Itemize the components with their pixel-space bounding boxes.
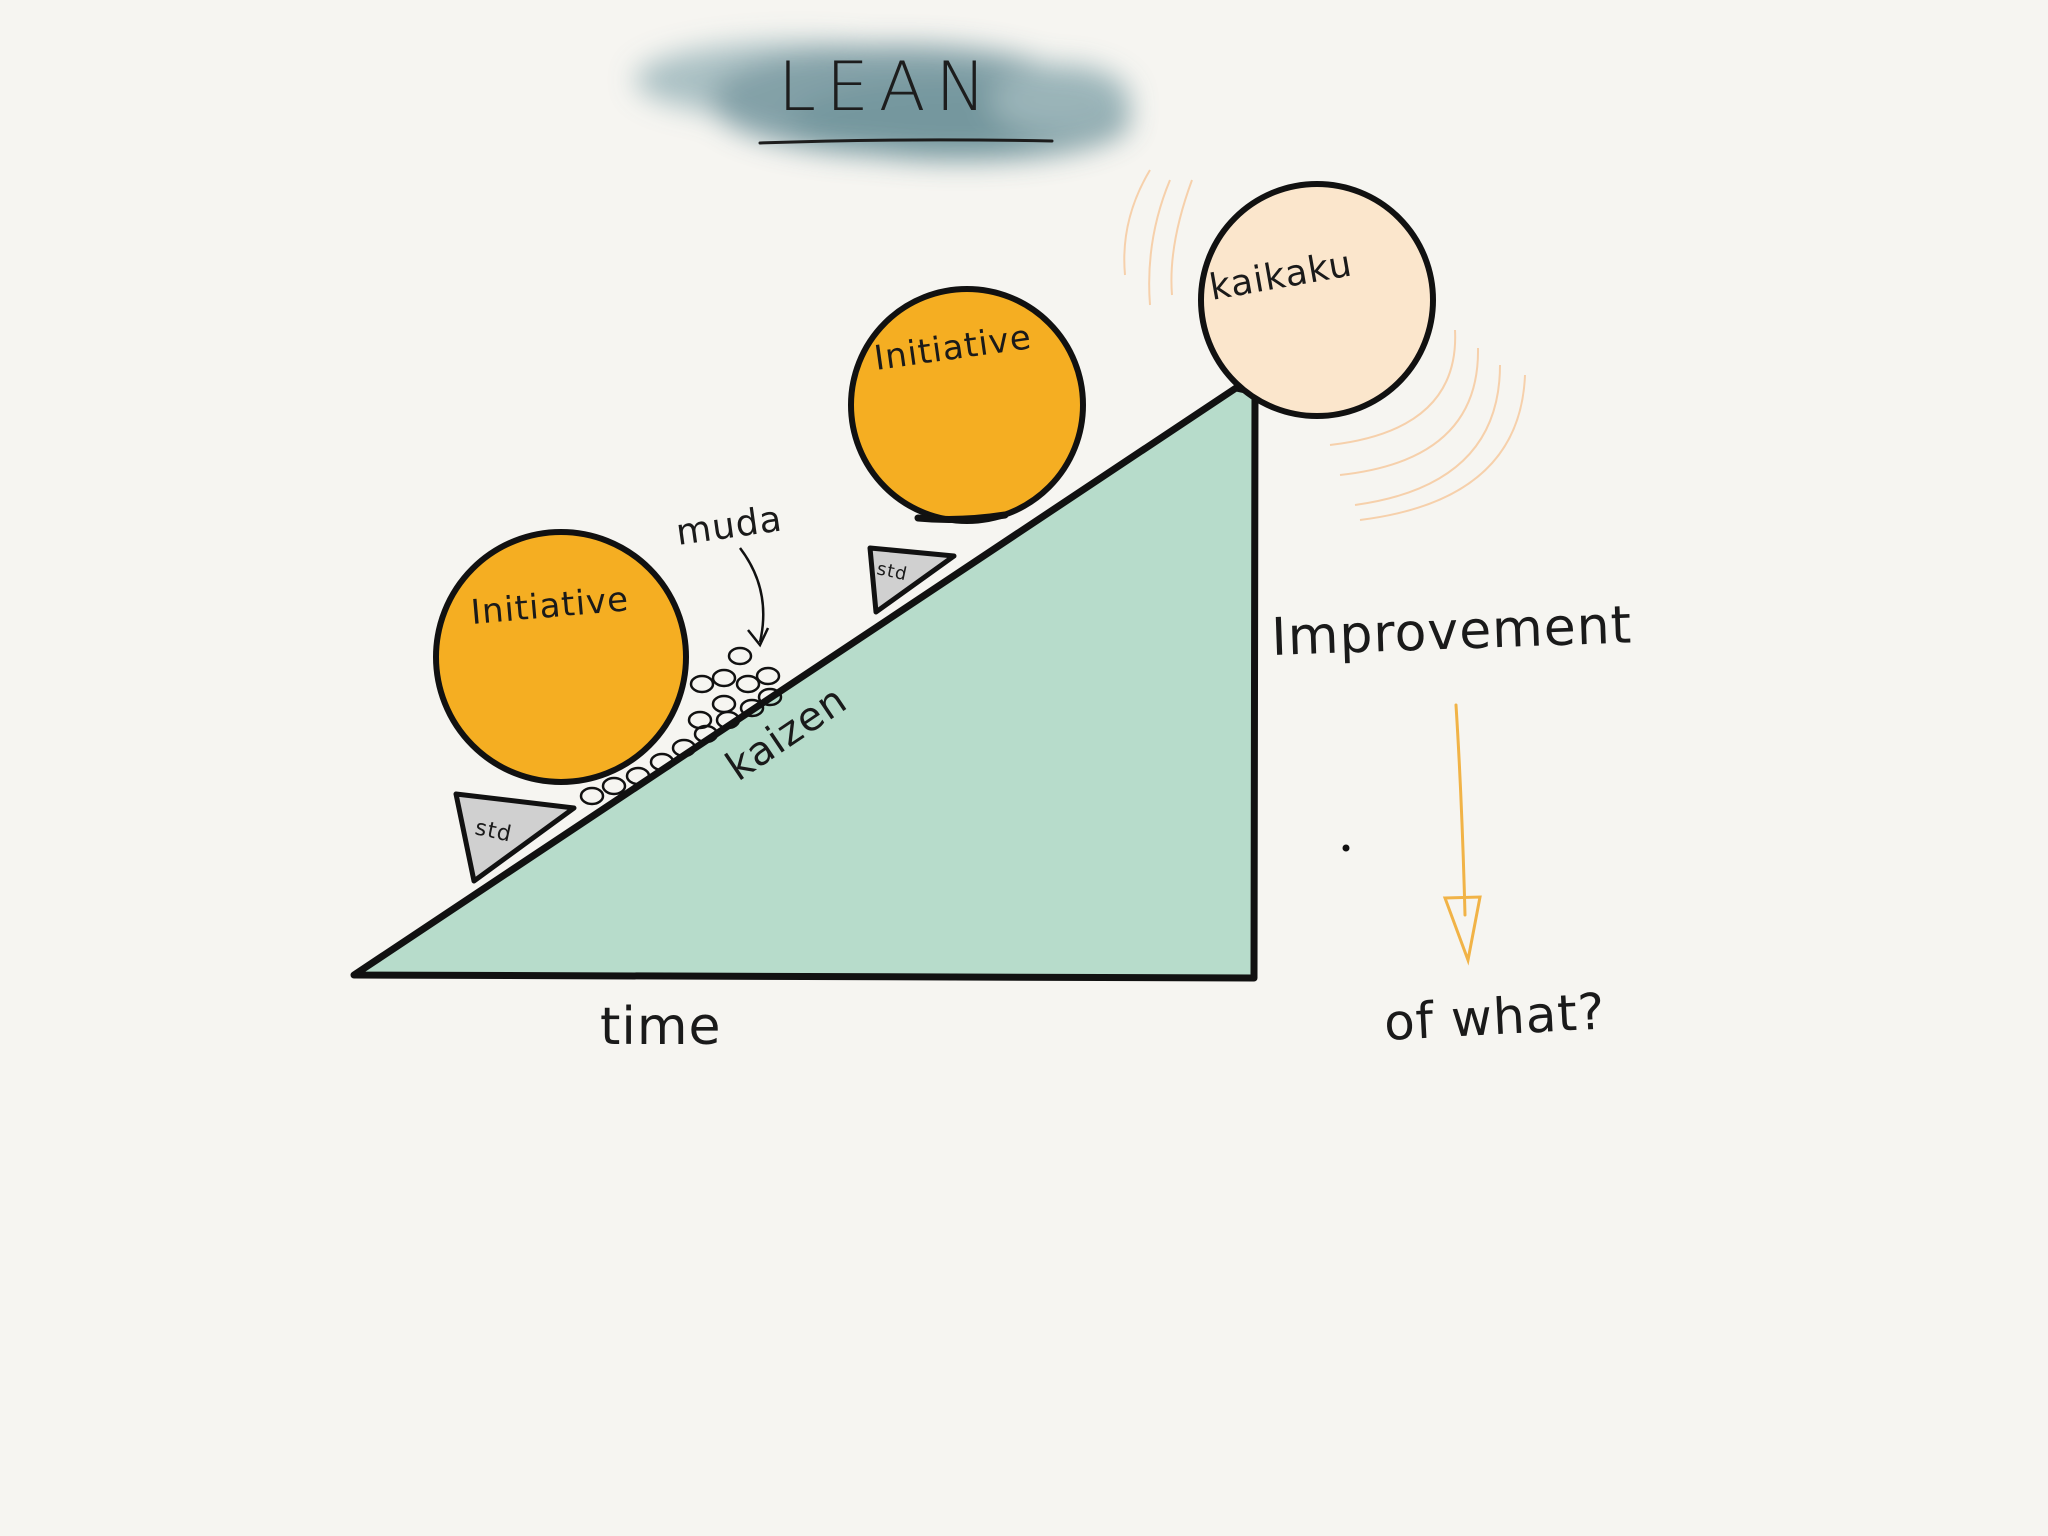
title-group: LEAN xyxy=(635,42,1130,160)
axis-y-label: Improvement xyxy=(1270,595,1633,668)
axis-x-label: time xyxy=(600,997,721,1057)
muda-arrow-head xyxy=(747,627,770,648)
kaikaku-ball: kaikaku xyxy=(1198,181,1436,419)
stray-dot xyxy=(1342,844,1350,852)
std-wedge-2: std xyxy=(867,545,957,615)
initiative-ball-1: Initiative xyxy=(433,529,689,785)
question-label: of what? xyxy=(1383,982,1607,1052)
kaikaku-motion-lines xyxy=(1123,169,1526,521)
std-wedge-1: std xyxy=(453,791,577,884)
title-underline xyxy=(758,138,1054,145)
muda-arrow xyxy=(739,547,765,643)
muda-label: muda xyxy=(674,498,785,553)
page-title: LEAN xyxy=(778,48,996,127)
initiative-ball-2: Initiative xyxy=(848,286,1086,524)
muda-pebbles xyxy=(579,646,783,806)
of-what-arrow xyxy=(1442,703,1482,966)
